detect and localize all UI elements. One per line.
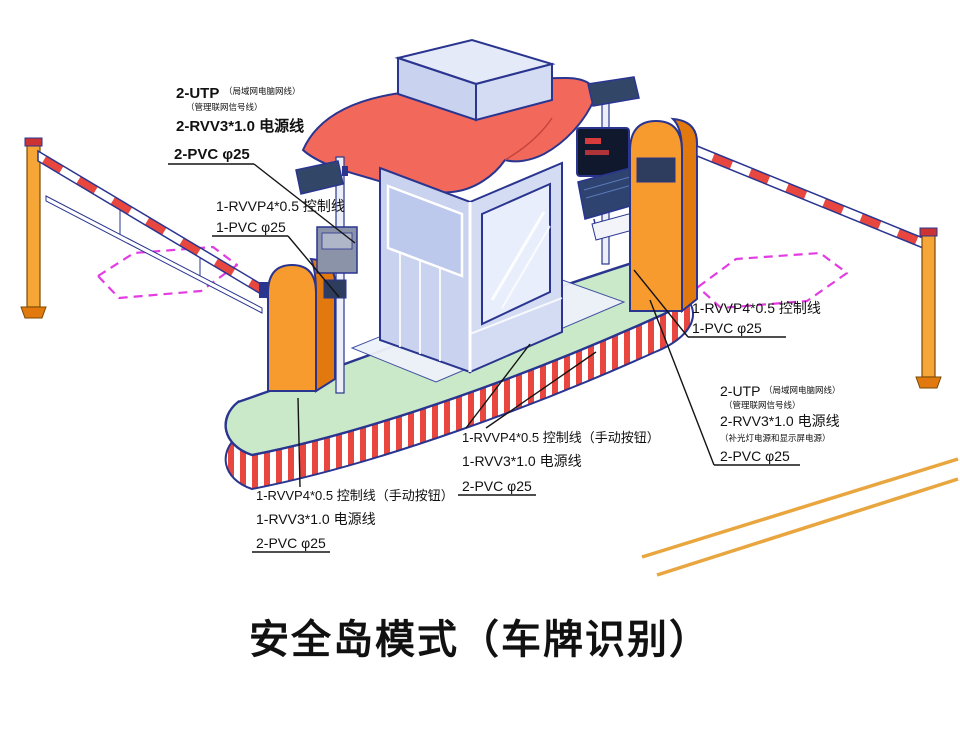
machine-right-side bbox=[670, 117, 698, 314]
roof-fold-line bbox=[504, 117, 553, 161]
booth-window-left bbox=[386, 184, 464, 278]
label-top-left-power: 2-RVV3*1.0 电源线 bbox=[176, 117, 304, 135]
lpr-panel-line bbox=[585, 184, 633, 199]
camera-bracket bbox=[342, 166, 348, 176]
label-top-left-utp-note2: （管理联网信号线） bbox=[186, 102, 263, 112]
barrier-left bbox=[20, 137, 267, 319]
label-right-lower-power-note: （补光灯电源和显示屏电源） bbox=[720, 433, 831, 443]
label-left-bottom-control: 1-RVVP4*0.5 控制线（手动按钮） bbox=[256, 488, 454, 503]
label-right-lower-power: 2-RVV3*1.0 电源线 bbox=[720, 413, 840, 429]
leader-left-bottom bbox=[297, 397, 301, 488]
leader-left-mid bbox=[287, 235, 340, 298]
barrier-pole-left-cap bbox=[24, 137, 43, 147]
control-box-panel bbox=[321, 232, 353, 250]
lpr-pole-assembly bbox=[576, 76, 641, 265]
leader-top-left bbox=[253, 163, 356, 244]
label-right-lower: 2-UTP （局域网电脑网线） （管理联网信号线） 2-RVV3*1.0 电源线… bbox=[720, 383, 841, 464]
label-right-mid-conduit: 1-PVC φ25 bbox=[692, 320, 762, 336]
label-right-lower-utp-note1: （局域网电脑网线） bbox=[764, 385, 841, 395]
label-center-bottom-power: 1-RVV3*1.0 电源线 bbox=[462, 453, 582, 469]
label-left-mid-control: 1-RVVP4*0.5 控制线 bbox=[216, 198, 345, 214]
barrier-pole-left-base bbox=[20, 306, 47, 319]
leader-center-bottom-2 bbox=[485, 351, 597, 429]
road-marking-lines bbox=[641, 457, 959, 577]
machine-right-front bbox=[629, 119, 683, 312]
label-center-bottom-control: 1-RVVP4*0.5 控制线（手动按钮） bbox=[462, 430, 660, 445]
label-left-bottom-power: 1-RVV3*1.0 电源线 bbox=[256, 511, 376, 527]
window-glare bbox=[501, 225, 551, 309]
leader-right-mid bbox=[633, 269, 689, 338]
window-glare bbox=[490, 211, 546, 301]
booth-panel-seam bbox=[469, 297, 563, 335]
label-left-bottom-conduit: 2-PVC φ25 bbox=[256, 535, 326, 551]
lpr-panel-line bbox=[583, 176, 631, 191]
label-center-bottom: 1-RVVP4*0.5 控制线（手动按钮） 1-RVV3*1.0 电源线 2-P… bbox=[462, 430, 660, 494]
induction-loop-right bbox=[696, 251, 849, 310]
label-top-left: 2-UTP （局域网电脑网线） （管理联网信号线） 2-RVV3*1.0 电源线… bbox=[174, 85, 304, 163]
camera-pole-assembly bbox=[295, 156, 358, 394]
barrier-right bbox=[629, 117, 942, 389]
booth-top-cap bbox=[394, 38, 556, 122]
camera-pole bbox=[335, 156, 345, 394]
leader-right-lower bbox=[649, 299, 715, 466]
lpr-camera-icon bbox=[587, 76, 640, 107]
barrier-arm-right bbox=[696, 144, 929, 252]
machine-right-panel bbox=[636, 157, 676, 183]
barrier-arm-left-rail bbox=[45, 195, 263, 314]
guard-booth bbox=[301, 38, 597, 374]
diagram-title: 安全岛模式（车牌识别） bbox=[249, 617, 711, 662]
barrier-pole-right-base bbox=[915, 376, 942, 389]
label-left-mid-conduit: 1-PVC φ25 bbox=[216, 219, 286, 235]
screen-text-mark bbox=[585, 150, 609, 155]
road-line-2 bbox=[656, 477, 959, 577]
barrier-machine-left bbox=[259, 257, 336, 393]
cctv-camera-icon bbox=[295, 160, 344, 195]
machine-left-front bbox=[267, 263, 317, 392]
label-right-mid: 1-RVVP4*0.5 控制线 1-PVC φ25 bbox=[692, 300, 821, 336]
label-right-mid-control: 1-RVVP4*0.5 控制线 bbox=[692, 300, 821, 316]
top-cap-right bbox=[475, 62, 553, 122]
leader-center-bottom-1 bbox=[465, 343, 531, 429]
label-top-left-conduit: 2-PVC φ25 bbox=[174, 146, 250, 163]
barrier-pole-left bbox=[26, 144, 41, 308]
label-left-bottom: 1-RVVP4*0.5 控制线（手动按钮） 1-RVV3*1.0 电源线 2-P… bbox=[256, 488, 454, 551]
label-center-bottom-conduit: 2-PVC φ25 bbox=[462, 478, 532, 494]
label-left-mid: 1-RVVP4*0.5 控制线 1-PVC φ25 bbox=[216, 198, 345, 235]
label-right-lower-utp-note2: （管理联网信号线） bbox=[724, 400, 801, 410]
junction-box bbox=[323, 279, 347, 299]
screen-text-mark bbox=[585, 138, 601, 144]
label-top-left-utp: 2-UTP bbox=[176, 85, 219, 102]
barrier-pole-right bbox=[921, 234, 936, 378]
arm-bracket-left bbox=[259, 282, 270, 298]
label-top-left-utp-note1: （局域网电脑网线） bbox=[224, 86, 301, 96]
label-right-lower-utp: 2-UTP bbox=[720, 383, 760, 399]
label-right-lower-conduit: 2-PVC φ25 bbox=[720, 448, 790, 464]
induction-loop-left bbox=[96, 245, 239, 300]
road-line-1 bbox=[641, 457, 959, 559]
barrier-pole-right-cap bbox=[919, 227, 938, 237]
leader-lines bbox=[168, 163, 800, 553]
